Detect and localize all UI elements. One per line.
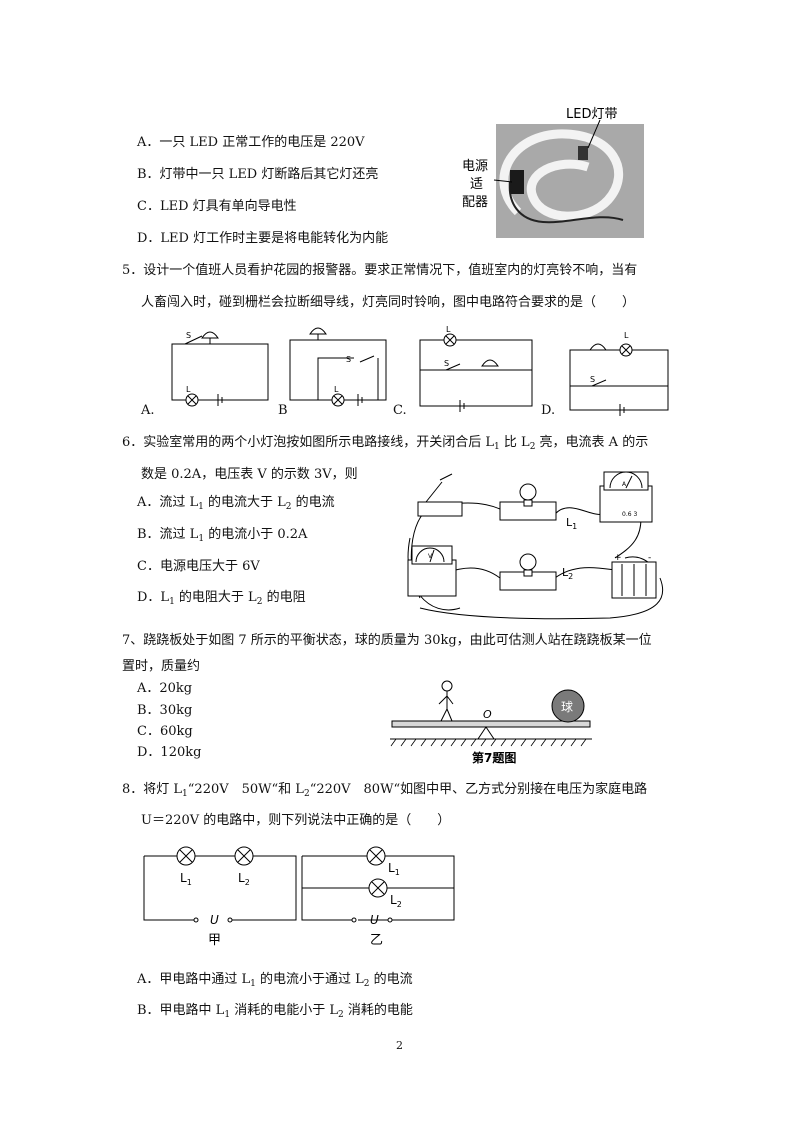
adapter-label-2: 适 xyxy=(470,177,483,192)
q7-seesaw-figure: 球 O 第7题图 xyxy=(390,680,592,765)
q6-circuit-figure: L1 L2 A V 0.6 3 + - xyxy=(407,471,664,620)
q6-fig-ammeter-scale: 0.6 3 xyxy=(622,511,637,518)
q5-label-b: B xyxy=(278,403,288,418)
q6-fig-minus: - xyxy=(648,553,651,563)
q6-fig-l1-label: L1 xyxy=(566,516,577,531)
led-strip-label: LED灯带 xyxy=(566,107,617,122)
q7-fig-ball-label: 球 xyxy=(561,700,573,714)
q5-circuit-diagrams: S L S L L S L S xyxy=(171,325,669,416)
adapter-label-3: 配器 xyxy=(462,195,488,210)
cable xyxy=(508,181,624,224)
adapter-label-1: 电源 xyxy=(462,159,488,174)
q8-yi-u-label: U xyxy=(370,913,379,927)
q7-option-c: C．60kg xyxy=(137,724,193,739)
q8-stem-line-1: 8．将灯 L1“220V 50W“和 L2“220V 80W“如图中甲、乙方式分… xyxy=(122,782,648,799)
adapter-box xyxy=(510,170,524,194)
q8-jia-name: 甲 xyxy=(208,933,221,948)
q7-option-d: D．120kg xyxy=(137,745,202,760)
q8-yi-l2-label: L2 xyxy=(390,893,402,909)
q8-circuit-figures: L1 L2 U 甲 L1 L2 U 乙 xyxy=(143,846,455,948)
q8-yi-l1-label: L1 xyxy=(388,861,400,877)
ground-hatching xyxy=(390,738,587,747)
led-strip-photo: LED灯带 电源 适 配器 xyxy=(462,107,644,238)
q4-option-b: B．灯带中一只 LED 灯断路后其它灯还亮 xyxy=(137,167,379,182)
q4-option-c: C．LED 灯具有单向导电性 xyxy=(137,199,297,214)
q6-fig-ammeter-label: A xyxy=(622,481,627,488)
q5-a-lamp-label: L xyxy=(186,385,191,394)
q6-option-a: A．流过 L1 的电流大于 L2 的电流 xyxy=(137,495,335,512)
q5-b-lamp-label: L xyxy=(334,385,339,394)
q8-yi-name: 乙 xyxy=(370,933,383,948)
q4-option-a: A．一只 LED 正常工作的电压是 220V xyxy=(137,135,365,150)
q8-jia-l1-label: L1 xyxy=(180,871,192,887)
q4-option-d: D．LED 灯工作时主要是将电能转化为内能 xyxy=(137,231,389,246)
q5-stem-line-1: 5．设计一个值班人员看护花园的报警器。要求正常情况下，值班室内的灯亮铃不响，当有 xyxy=(122,263,638,278)
ball xyxy=(551,689,585,723)
q5-label-a: A. xyxy=(141,403,155,418)
q7-stem-line-1: 7、跷跷板处于如图 7 所示的平衡状态，球的质量为 30kg，由此可估测人站在跷… xyxy=(122,633,652,648)
q6-fig-plus: + xyxy=(614,553,622,563)
page-number: 2 xyxy=(396,1039,403,1052)
q6-fig-l2-label: L2 xyxy=(562,566,573,581)
q6-option-b: B．流过 L1 的电流小于 0.2A xyxy=(137,527,308,544)
q5-d-lamp-label: L xyxy=(624,331,629,340)
q6-stem-line-2: 数是 0.2A，电压表 V 的示数 3V，则 xyxy=(141,467,358,482)
q8-jia-u-label: U xyxy=(210,913,219,927)
q7-fig-caption: 第7题图 xyxy=(472,750,516,765)
q7-stem-line-2: 置时，质量约 xyxy=(122,659,201,674)
q6-option-c: C．电源电压大于 6V xyxy=(137,559,260,574)
q5-d-switch-label: S xyxy=(590,375,595,384)
q5-b-switch-label: S xyxy=(346,355,351,364)
q5-label-d: D. xyxy=(541,403,556,418)
q7-option-a: A．20kg xyxy=(137,681,193,696)
q5-a-switch-label: S xyxy=(186,331,191,340)
led-strip xyxy=(499,129,623,221)
plug xyxy=(578,146,588,160)
q8-jia-l2-label: L2 xyxy=(238,871,250,887)
q5-c-lamp-label: L xyxy=(446,325,451,334)
q8-stem-line-2: U＝220V 的电路中，则下列说法中正确的是（ ） xyxy=(141,813,451,828)
q6-fig-voltmeter-label: V xyxy=(428,553,433,560)
q8-option-b: B．甲电路中 L1 消耗的电能小于 L2 消耗的电能 xyxy=(137,1003,413,1020)
q5-stem-line-2: 人畜闯入时，碰到栅栏会拉断细导线，灯亮同时铃响，图中电路符合要求的是（ ） xyxy=(141,295,636,310)
q7-fig-pivot-label: O xyxy=(483,708,492,721)
q7-option-b: B．30kg xyxy=(137,703,193,718)
q5-label-c: C. xyxy=(393,403,407,418)
q6-stem-line-1: 6．实验室常用的两个小灯泡按如图所示电路接线，开关闭合后 L1 比 L2 亮，电… xyxy=(122,435,649,452)
q8-option-a: A．甲电路中通过 L1 的电流小于通过 L2 的电流 xyxy=(137,972,413,989)
q5-c-switch-label: S xyxy=(444,359,449,368)
q6-option-d: D．L1 的电阻大于 L2 的电阻 xyxy=(137,590,306,607)
